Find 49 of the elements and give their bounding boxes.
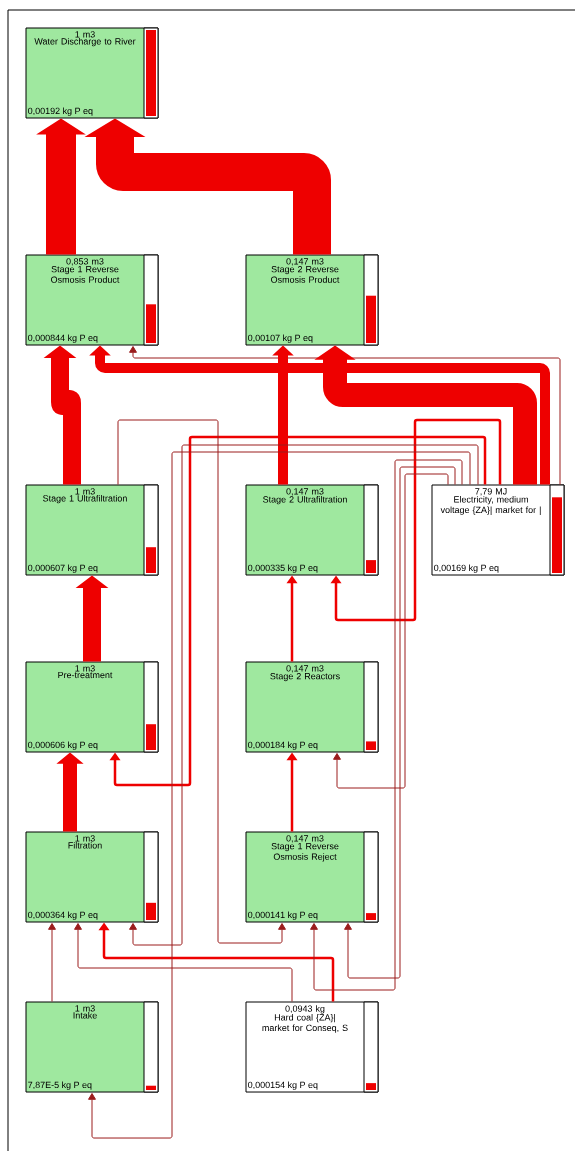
- flow-arrow: [310, 459, 463, 991]
- impact-value: 0,000606 kg P eq: [28, 741, 98, 750]
- process-name: Water Discharge to River: [34, 37, 136, 47]
- process-name: Pre-treatment: [58, 671, 113, 679]
- impact-value: 0,000184 kg P eq: [248, 741, 318, 750]
- process-name: Filtration: [68, 841, 102, 849]
- flow-arrow: [117, 419, 286, 944]
- flow-arrow: [333, 473, 449, 789]
- flow-arrow: [344, 466, 456, 979]
- flow-arrow: [84, 118, 331, 255]
- impact-value: 0,000154 kg P eq: [248, 1081, 318, 1090]
- quantity-label: 0,0943 kg: [285, 1005, 325, 1014]
- impact-value: 0,00107 kg P eq: [248, 334, 313, 343]
- flow-arrow: [88, 451, 471, 1139]
- process-name: Hard coal {ZA}| market for Conseq, S: [262, 1013, 348, 1033]
- flow-arrow: [43, 345, 81, 485]
- process-name: Stage 1 Reverse Osmosis Product: [51, 266, 120, 283]
- quantity-label: 1 m3: [75, 665, 95, 672]
- impact-value: 0,000607 kg P eq: [28, 564, 98, 573]
- flow-arrow: [48, 923, 56, 1002]
- flow-arrow: [109, 435, 487, 787]
- process-name: Stage 2 Ultrafiltration: [263, 496, 347, 505]
- impact-value: 0,000141 kg P eq: [248, 911, 318, 920]
- quantity-label: 1 m3: [75, 1005, 95, 1012]
- quantity-label: 1 m3: [75, 488, 95, 495]
- impact-value: 0,000844 kg P eq: [28, 334, 98, 343]
- quantity-label: 1 m3: [75, 31, 95, 38]
- impact-value: 0,000364 kg P eq: [28, 911, 98, 920]
- flow-arrow: [314, 345, 537, 485]
- process-name: Stage 1 Reverse Osmosis Reject: [271, 843, 339, 862]
- quantity-label: 0,147 m3: [286, 488, 324, 496]
- impact-value: 0,000335 kg P eq: [248, 564, 318, 573]
- process-name: Stage 2 Reactors: [270, 673, 340, 682]
- flow-arrow: [74, 923, 293, 1002]
- quantity-label: 0,147 m3: [286, 258, 324, 266]
- quantity-label: 0,853 m3: [66, 258, 104, 266]
- process-name: Intake: [73, 1011, 97, 1019]
- process-name: Stage 2 Reverse Osmosis Product: [271, 266, 340, 283]
- flow-arrow: [330, 418, 502, 622]
- impact-value: 7,87E-5 kg P eq: [28, 1081, 92, 1090]
- impact-value: 0,00169 kg P eq: [434, 564, 499, 573]
- quantity-label: 1 m3: [75, 835, 95, 842]
- quantity-label: 0,147 m3: [286, 835, 324, 843]
- process-name: Electricity, medium voltage {ZA}| market for |: [440, 496, 541, 515]
- flow-arrow: [129, 444, 479, 946]
- quantity-label: 7,79 MJ: [475, 488, 507, 496]
- process-name: Stage 1 Ultrafiltration: [43, 494, 127, 504]
- impact-value: 0,00192 kg P eq: [28, 107, 93, 116]
- quantity-label: 0,147 m3: [286, 665, 324, 673]
